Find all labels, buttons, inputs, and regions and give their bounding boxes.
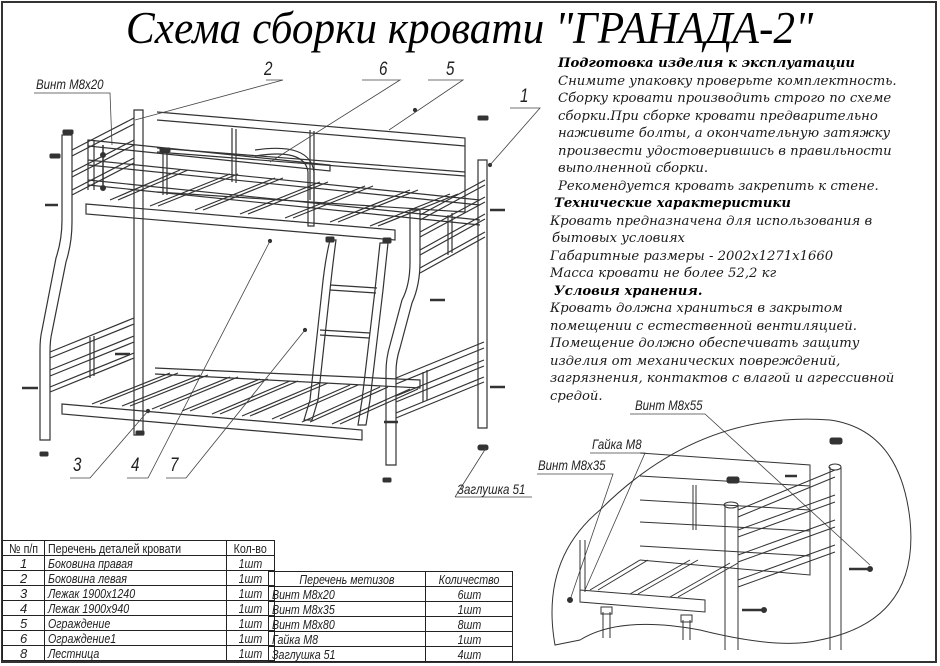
col-hardware-name: Перечень метизов [268, 571, 426, 587]
hardware-name: Заглушка 51 [272, 646, 336, 662]
tech-line: Масса кровати не более 52,2 кг [550, 266, 777, 281]
col-qty-label: Кол-во [233, 540, 268, 556]
storage-line: загрязнения, контактов с влагой и агресс… [550, 371, 895, 386]
hardware-qty: 1шт [457, 631, 481, 647]
tech-heading: Технические характеристики [554, 196, 791, 211]
callout-item-5: 5 [446, 59, 455, 80]
row-number: 3 [1, 585, 46, 601]
hardware-name: Винт М8х35 [272, 601, 335, 617]
table-row: Винт М8х20 6шт [268, 586, 513, 602]
storage-line: средой. [550, 388, 603, 404]
detail-view [551, 418, 912, 650]
callout-screw-m8x35: Винт М8х35 [538, 457, 606, 473]
prep-line: Рекомендуется кровать закрепить к стене. [558, 178, 879, 194]
part-name: Лежак 1900х1240 [48, 585, 136, 601]
hardware-name: Винт М8х20 [272, 586, 335, 602]
hardware-qty: 8шт [457, 616, 481, 632]
part-name: Боковина левая [48, 570, 128, 586]
prep-line: сборки.При сборке кровати предварительно [558, 108, 878, 124]
prep-line: Снимите упаковку проверьте комплектность… [558, 73, 897, 89]
storage-line: Помещение должно обеспечивать защиту [550, 336, 860, 351]
part-name: Лежак 1900х940 [48, 600, 130, 616]
col-hardware-name-label: Перечень метизов [299, 571, 395, 587]
bolts-and-plugs [22, 107, 505, 483]
part-qty: 1шт [238, 600, 263, 616]
row-number: 5 [1, 615, 46, 631]
col-number: № п/п [1, 540, 46, 556]
row-number: 1 [1, 555, 46, 571]
hardware-table-header: Перечень метизов Количество [268, 571, 513, 587]
hardware-qty: 4шт [457, 646, 481, 662]
page-title-text: Схема сборки кровати "ГРАНАДА-2" [126, 2, 814, 53]
part-qty: 1шт [238, 555, 263, 571]
col-part-name: Перечень деталей кровати [44, 540, 228, 556]
storage-line: изделия от механических повреждений, [550, 353, 841, 369]
prep-line: наживите болты, а окончательную затяжку [558, 126, 891, 141]
col-number-label: № п/п [9, 540, 39, 556]
callout-nut-m8: Гайка М8 [592, 436, 642, 452]
part-qty: 1шт [238, 645, 263, 661]
callout-item-7: 7 [170, 455, 179, 476]
part-name: Лестница [48, 645, 100, 661]
row-number: 4 [1, 600, 46, 616]
page-title: Схема сборки кровати "ГРАНАДА-2" [0, 2, 940, 54]
hardware-qty: 6шт [457, 586, 481, 602]
bed-frame-lines [39, 109, 488, 466]
storage-line: Кровать должна храниться в закрытом [550, 301, 843, 316]
table-row: Винт М8х35 1шт [268, 601, 513, 617]
hardware-name: Гайка М8 [272, 631, 319, 647]
instructions-panel: Подготовка изделия к эксплуатации Снимит… [550, 55, 938, 405]
table-row: Винт М8х80 8шт [268, 616, 513, 632]
prep-line: Сборку кровати производить строго по схе… [558, 91, 892, 106]
callout-plug-51: Заглушка 51 [457, 481, 526, 497]
col-part-name-label: Перечень деталей кровати [48, 540, 182, 556]
tech-line: Кровать предназначена для использования … [550, 213, 873, 229]
row-number: 8 [1, 645, 46, 661]
tech-line: бытовых условиях [552, 231, 685, 246]
detail-bolts [567, 437, 873, 613]
hardware-table: Перечень метизов Количество Винт М8х20 6ш… [268, 571, 513, 662]
part-name: Ограждение1 [48, 630, 117, 646]
row-number: 6 [1, 630, 46, 646]
callout-item-4: 4 [131, 455, 140, 476]
col-qty: Кол-во [226, 540, 275, 556]
tech-line: Габаритные размеры - 2002х1271х1660 [550, 248, 834, 264]
part-qty: 1шт [238, 615, 263, 631]
callout-screw-m8x20: Винт М8х20 [36, 76, 104, 92]
storage-heading: Условия хранения. [554, 283, 703, 299]
prep-heading: Подготовка изделия к эксплуатации [558, 56, 855, 71]
col-hardware-qty-label: Количество [438, 571, 500, 587]
hardware-qty: 1шт [457, 601, 481, 617]
parts-table-header: № п/п Перечень деталей кровати Кол-во [1, 540, 275, 556]
part-qty: 1шт [238, 570, 263, 586]
prep-line: произвести удостоверившись в правильност… [558, 143, 892, 159]
callout-item-2: 2 [264, 59, 273, 80]
part-qty: 1шт [238, 630, 263, 646]
row-number: 2 [1, 570, 46, 586]
hardware-name: Винт М8х80 [272, 616, 335, 632]
part-name: Ограждение [48, 615, 111, 631]
callout-item-3: 3 [73, 455, 82, 476]
table-row: Гайка М8 1шт [268, 631, 513, 647]
table-row: Заглушка 51 4шт [268, 646, 513, 662]
callout-item-1: 1 [520, 86, 529, 107]
callout-screw-m8x55: Винт М8х55 [635, 397, 703, 413]
storage-line: помещении с естественной вентиляцией. [550, 318, 857, 334]
part-qty: 1шт [238, 585, 263, 601]
prep-line: выполненной сборки. [558, 161, 709, 176]
part-name: Боковина правая [48, 555, 134, 571]
callout-item-6: 6 [379, 59, 388, 80]
col-hardware-qty: Количество [425, 571, 513, 587]
